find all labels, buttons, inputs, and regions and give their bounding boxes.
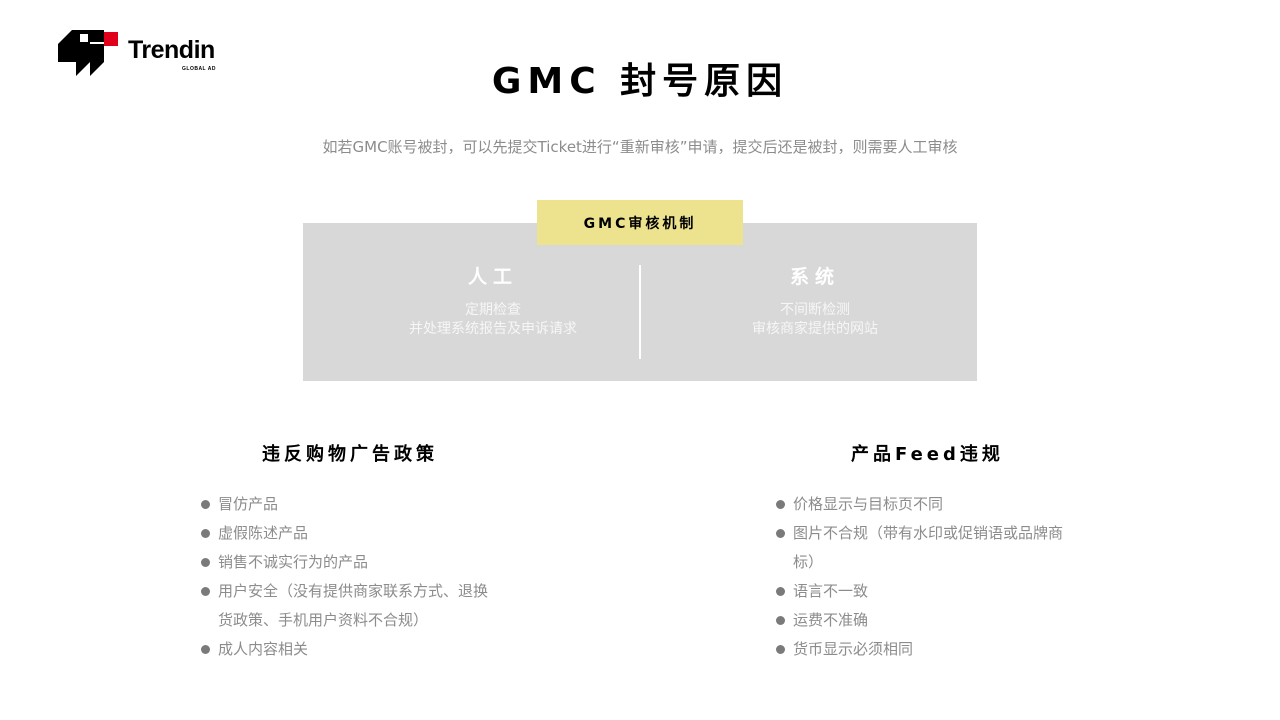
bullet-dot-icon [776,616,785,625]
list-item: 成人内容相关 [200,635,500,664]
review-mechanism-tag: GMC审核机制 [537,200,743,245]
list-item: 图片不合规（带有水印或促销语或品牌商标） [775,519,1075,577]
bullet-dot-icon [201,529,210,538]
bullet-dot-icon [776,529,785,538]
brand-logo: Trendin GLOBAL AD [58,30,228,80]
list-item: 语言不一致 [775,577,1075,606]
list-item-text: 成人内容相关 [218,640,309,658]
manual-review-line2: 并处理系统报告及申诉请求 [409,321,577,337]
list-item-text: 用户安全（没有提供商家联系方式、退换货政策、手机用户资料不合规） [218,582,489,629]
bullet-dot-icon [776,587,785,596]
brand-logo-mark-icon [58,30,118,76]
manual-review-line1: 定期检查 [465,302,521,318]
bullet-dot-icon [201,645,210,654]
brand-name: Trendin [128,36,215,64]
bullet-dot-icon [776,645,785,654]
list-item-text: 图片不合规（带有水印或促销语或品牌商标） [793,524,1064,571]
mechanism-divider [639,265,641,359]
page-title: GMC 封号原因 [491,61,789,102]
system-review-line1: 不间断检测 [780,302,850,318]
list-item-text: 销售不诚实行为的产品 [218,553,369,571]
list-item: 虚假陈述产品 [200,519,500,548]
shopping-policy-title: 违反购物广告政策 [262,444,438,465]
page-subtitle: 如若GMC账号被封，可以先提交Ticket进行“重新审核”申请，提交后还是被封，… [322,138,958,156]
manual-review-heading: 人工 [467,266,518,288]
system-review-column: 系统 不间断检测 审核商家提供的网站 [655,262,975,339]
list-item-text: 运费不准确 [793,611,869,629]
system-review-heading: 系统 [789,266,840,288]
shopping-policy-list: 冒仿产品 虚假陈述产品 销售不诚实行为的产品 用户安全（没有提供商家联系方式、退… [200,490,500,664]
list-item-text: 价格显示与目标页不同 [793,495,944,513]
list-item: 货币显示必须相同 [775,635,1075,664]
list-item: 价格显示与目标页不同 [775,490,1075,519]
list-item-text: 货币显示必须相同 [793,640,914,658]
bullet-dot-icon [201,587,210,596]
brand-sub: GLOBAL AD [182,66,216,72]
list-item: 运费不准确 [775,606,1075,635]
list-item-text: 冒仿产品 [218,495,279,513]
bullet-dot-icon [201,558,210,567]
list-item: 用户安全（没有提供商家联系方式、退换货政策、手机用户资料不合规） [200,577,500,635]
bullet-dot-icon [201,500,210,509]
list-item-text: 虚假陈述产品 [218,524,309,542]
feed-violation-list: 价格显示与目标页不同 图片不合规（带有水印或促销语或品牌商标） 语言不一致 运费… [775,490,1075,664]
list-item-text: 语言不一致 [793,582,869,600]
list-item: 冒仿产品 [200,490,500,519]
list-item: 销售不诚实行为的产品 [200,548,500,577]
feed-violation-title: 产品Feed违规 [851,444,1004,465]
manual-review-column: 人工 定期检查 并处理系统报告及申诉请求 [333,262,653,339]
bullet-dot-icon [776,500,785,509]
system-review-line2: 审核商家提供的网站 [752,321,878,337]
